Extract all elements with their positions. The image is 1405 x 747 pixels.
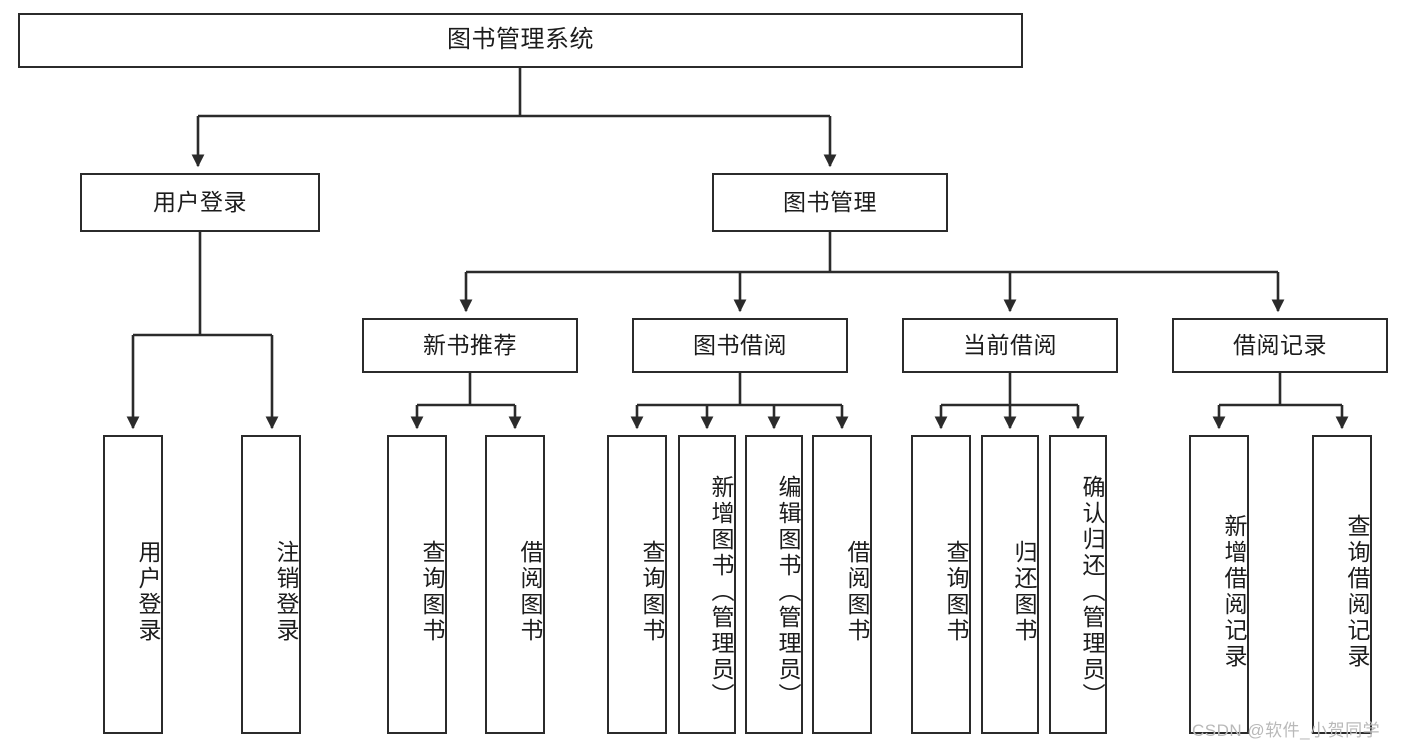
leaf-borrow-book[interactable]: 借阅图书	[812, 435, 872, 734]
node-current-borrow[interactable]: 当前借阅	[902, 318, 1118, 373]
watermark-text: CSDN @软件_小贺同学	[1192, 721, 1381, 740]
leaf-logout[interactable]: 注销登录	[241, 435, 301, 734]
leaf-query-borrow-record[interactable]: 查询借阅记录	[1312, 435, 1372, 734]
node-user-login[interactable]: 用户登录	[80, 173, 320, 232]
leaf-add-borrow-record[interactable]: 新增借阅记录	[1189, 435, 1249, 734]
leaf-query-book-current[interactable]: 查询图书	[911, 435, 971, 734]
node-borrow-record[interactable]: 借阅记录	[1172, 318, 1388, 373]
leaf-borrow-book-recommend[interactable]: 借阅图书	[485, 435, 545, 734]
leaf-user-login[interactable]: 用户登录	[103, 435, 163, 734]
leaf-confirm-return-admin[interactable]: 确认归还（管理员）	[1049, 435, 1107, 734]
leaf-edit-book-admin[interactable]: 编辑图书（管理员）	[745, 435, 803, 734]
leaf-query-book-borrow[interactable]: 查询图书	[607, 435, 667, 734]
node-book-management[interactable]: 图书管理	[712, 173, 948, 232]
leaf-query-book-recommend[interactable]: 查询图书	[387, 435, 447, 734]
node-new-book-recommend[interactable]: 新书推荐	[362, 318, 578, 373]
node-book-borrow[interactable]: 图书借阅	[632, 318, 848, 373]
node-root-system[interactable]: 图书管理系统	[18, 13, 1023, 68]
leaf-add-book-admin[interactable]: 新增图书（管理员）	[678, 435, 736, 734]
leaf-return-book[interactable]: 归还图书	[981, 435, 1039, 734]
